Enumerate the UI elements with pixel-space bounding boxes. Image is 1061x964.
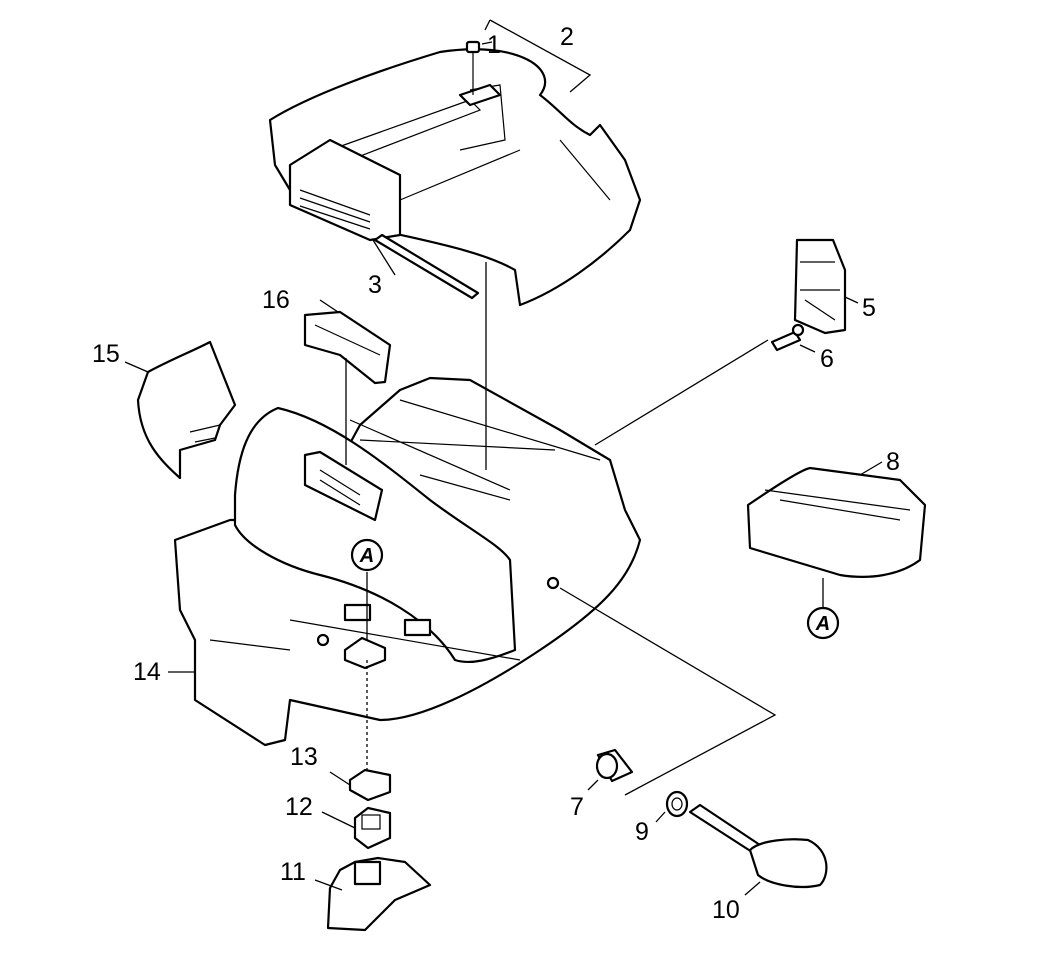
callout-10: 10 xyxy=(712,896,740,924)
callout-7: 7 xyxy=(570,793,584,821)
callout-15: 15 xyxy=(92,340,120,368)
reference-mark-lower: A xyxy=(806,606,840,640)
part-1-plug xyxy=(465,40,481,95)
part-10-key xyxy=(688,803,828,889)
callout-2: 2 xyxy=(560,23,574,51)
part-9-washer xyxy=(665,790,689,818)
part-14-main-housing xyxy=(173,376,642,747)
part-2-top-cover xyxy=(268,48,642,307)
part-16-handle-bracket xyxy=(303,310,392,385)
part-3-rod xyxy=(373,233,480,300)
svg-text:A: A xyxy=(359,545,374,567)
callout-12: 12 xyxy=(285,793,313,821)
part-7-bushing xyxy=(595,748,634,783)
part-12-switch xyxy=(353,806,392,850)
part-8-cap xyxy=(746,466,927,578)
leader-lines xyxy=(124,19,883,896)
callout-11: 11 xyxy=(280,858,306,886)
callout-labels: 1 2 3 5 6 7 8 9 10 11 12 13 14 15 16 xyxy=(92,23,900,924)
callout-6: 6 xyxy=(820,345,834,373)
part-6-screw xyxy=(770,323,805,352)
callout-14: 14 xyxy=(133,658,161,686)
callout-13: 13 xyxy=(290,743,318,771)
part-11-switch-bracket xyxy=(326,856,432,932)
callout-5: 5 xyxy=(862,294,876,322)
callout-9: 9 xyxy=(635,818,649,846)
reference-mark-upper: A xyxy=(350,538,384,572)
callout-8: 8 xyxy=(886,448,900,476)
part-15-side-cover xyxy=(136,340,237,480)
callout-16: 16 xyxy=(262,286,290,314)
part-13-switch-cap xyxy=(348,768,392,802)
svg-text:A: A xyxy=(815,613,830,635)
callout-1: 1 xyxy=(487,31,501,59)
part-5-clip xyxy=(793,238,847,335)
callout-3: 3 xyxy=(368,271,382,299)
